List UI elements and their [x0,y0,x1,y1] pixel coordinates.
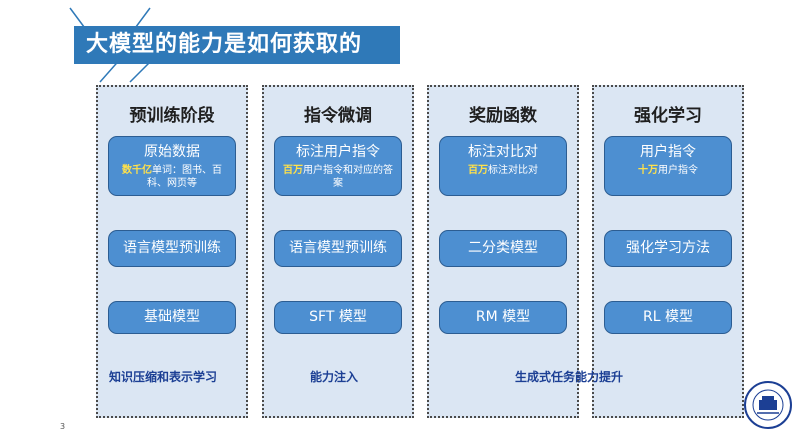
data-card-sub-text: 用户指令 [658,165,698,176]
page-number: 3 [60,422,66,431]
data-card: 标注对比对 百万标注对比对 [439,136,567,196]
data-card-sub: 百万标注对比对 [440,164,566,177]
process-card: 强化学习方法 [604,230,732,267]
process-card: 语言模型预训练 [108,230,236,267]
data-card-label: 标注用户指令 [296,144,380,160]
bottom-label-knowledge: 知识压缩和表示学习 [109,370,218,384]
column-title: 奖励函数 [469,106,537,126]
data-card-highlight: 百万 [283,165,303,176]
university-logo-icon [744,381,792,429]
data-card: 用户指令 十万用户指令 [604,136,732,196]
data-card-sub-text: 单词：图书、百科、网页等 [147,165,222,189]
column-title: 强化学习 [634,106,702,126]
model-card: RM 模型 [439,301,567,334]
column-pretraining: 预训练阶段 原始数据 数千亿单词：图书、百科、网页等 语言模型预训练 基础模型 [96,85,248,418]
data-card-sub: 十万用户指令 [605,164,731,177]
process-card: 二分类模型 [439,230,567,267]
column-reward-function: 奖励函数 标注对比对 百万标注对比对 二分类模型 RM 模型 [427,85,579,418]
data-card-label: 标注对比对 [468,144,538,160]
data-card-sub-text: 标注对比对 [488,165,538,176]
data-card-label: 用户指令 [640,144,696,160]
data-card-label: 原始数据 [144,144,200,160]
model-card: SFT 模型 [274,301,402,334]
data-card: 原始数据 数千亿单词：图书、百科、网页等 [108,136,236,196]
data-card: 标注用户指令 百万用户指令和对应的答案 [274,136,402,196]
data-card-highlight: 百万 [468,165,488,176]
process-card: 语言模型预训练 [274,230,402,267]
data-card-highlight: 数千亿 [122,165,152,176]
data-card-highlight: 十万 [638,165,658,176]
bottom-label-ability: 能力注入 [310,370,359,384]
column-reinforcement-learning: 强化学习 用户指令 十万用户指令 强化学习方法 RL 模型 [592,85,744,418]
model-card: RL 模型 [604,301,732,334]
column-instruction-tuning: 指令微调 标注用户指令 百万用户指令和对应的答案 语言模型预训练 SFT 模型 [262,85,414,418]
model-card: 基础模型 [108,301,236,334]
data-card-sub: 百万用户指令和对应的答案 [275,164,401,190]
slide-title: 大模型的能力是如何获取的 [74,26,400,64]
data-card-sub-text: 用户指令和对应的答案 [303,165,393,189]
column-title: 预训练阶段 [129,106,215,126]
bottom-label-generation: 生成式任务能力提升 [515,370,624,384]
data-card-sub: 数千亿单词：图书、百科、网页等 [109,164,235,190]
column-title: 指令微调 [304,106,372,126]
